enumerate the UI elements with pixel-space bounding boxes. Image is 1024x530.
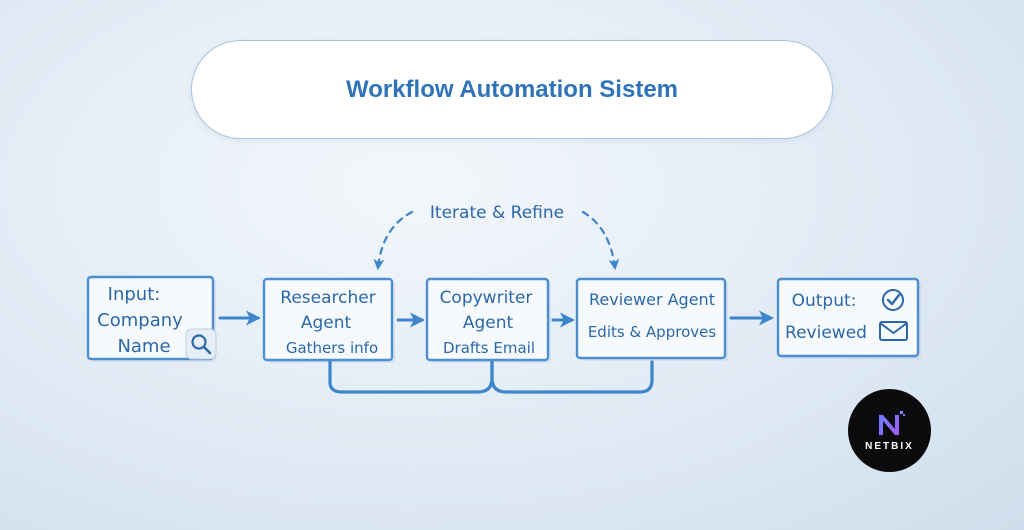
netbix-logo: NETBIX	[848, 389, 931, 472]
node-copywriter: Copywriter Agent Drafts Email	[425, 277, 551, 363]
output-line-1: Output:	[792, 291, 857, 311]
input-line-1: Input:	[108, 284, 161, 305]
reviewer-line-2: Edits & Approves	[588, 323, 717, 341]
copywriter-line-3: Drafts Email	[443, 339, 535, 357]
envelope-icon	[879, 321, 908, 341]
researcher-line-2: Agent	[301, 313, 352, 333]
feedback-loop-left	[328, 360, 494, 394]
researcher-line-3: Gathers info	[286, 339, 378, 357]
search-icon	[185, 328, 217, 360]
page-title: Workflow Automation Sistem	[345, 75, 678, 103]
node-output: Output: Reviewed	[776, 277, 921, 359]
reviewer-line-1: Reviewer Agent	[589, 290, 715, 309]
input-line-2: Company	[97, 310, 183, 331]
node-researcher: Researcher Agent Gathers info	[262, 277, 395, 363]
feedback-loop-right	[490, 360, 654, 394]
copywriter-line-2: Agent	[463, 313, 514, 333]
title-banner: Workflow Automation Sistem	[191, 40, 833, 139]
loop-arrow-right	[581, 210, 620, 271]
loop-arrow-left	[373, 210, 414, 271]
input-line-3: Name	[117, 336, 170, 357]
loop-label: Iterate & Refine	[430, 203, 564, 223]
logo-text: NETBIX	[865, 441, 914, 452]
node-reviewer: Reviewer Agent Edits & Approves	[575, 277, 728, 361]
check-circle-icon	[882, 289, 904, 311]
node-input: Input: Company Name	[86, 275, 217, 362]
output-line-2: Reviewed	[785, 323, 867, 343]
researcher-line-1: Researcher	[280, 288, 375, 308]
logo-mark-icon	[878, 411, 905, 435]
copywriter-line-1: Copywriter	[440, 288, 533, 308]
